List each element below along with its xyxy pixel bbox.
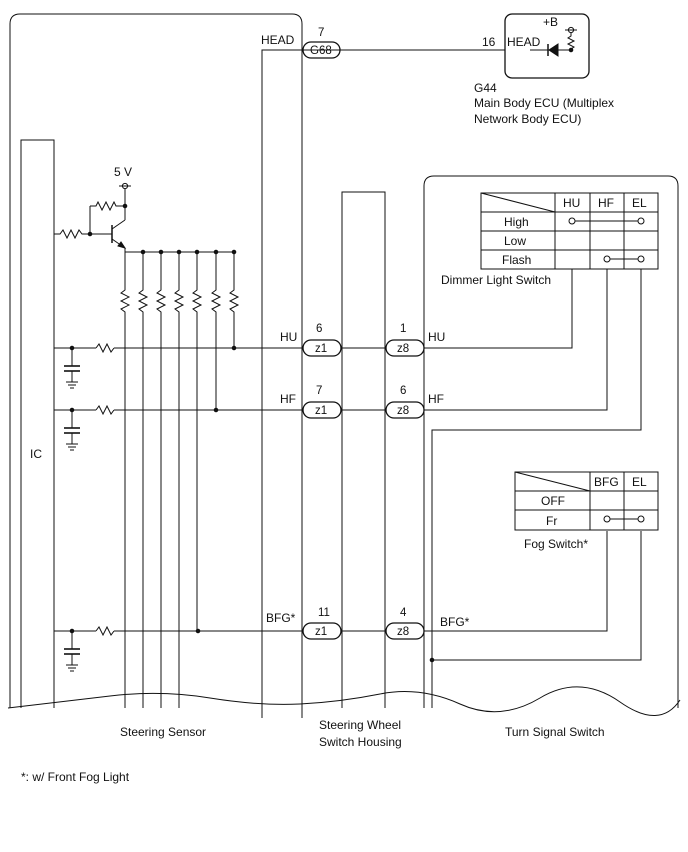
fog-switch-table: BFG EL OFF Fr Fog Switch* xyxy=(514,471,659,551)
pullup-resistor xyxy=(210,252,222,410)
resistor-array xyxy=(119,249,240,708)
dimmer-row-flash: Flash xyxy=(502,253,531,267)
pullup-resistor xyxy=(119,252,131,708)
junction-dot xyxy=(140,249,146,255)
footnote: *: w/ Front Fog Light xyxy=(21,770,130,784)
junction-dot xyxy=(176,249,182,255)
ecu-name-line2: Network Body ECU) xyxy=(474,112,581,126)
connector-g68 xyxy=(302,41,341,59)
z8-hf-pin: 6 xyxy=(400,385,406,397)
housing-title-line1: Steering Wheel xyxy=(319,718,401,732)
cut-line xyxy=(7,686,681,716)
z1-connectors: z1 z1 z1 6 7 11 HU HF BFG* xyxy=(266,323,342,640)
ic-block: IC xyxy=(20,139,55,708)
dimmer-light-switch-table: HU HF EL High Low Flash Dimmer Light Swi… xyxy=(441,192,659,287)
sensor-bfg-label: BFG* xyxy=(266,611,296,625)
dimmer-col-hf: HF xyxy=(598,196,614,210)
turn-signal-switch-outline xyxy=(423,175,679,708)
z8-hu-pin: 1 xyxy=(400,323,406,335)
z1-hu-pin: 6 xyxy=(316,323,322,335)
dimmer-col-el: EL xyxy=(632,196,647,210)
fog-switch-title: Fog Switch* xyxy=(524,537,588,551)
supply-voltage-label: 5 V xyxy=(114,165,132,179)
ecu-code: G44 xyxy=(474,81,497,95)
z1-bfg-pin: 11 xyxy=(318,607,330,619)
dimmer-row-low: Low xyxy=(504,234,526,248)
head-pin-number: 7 xyxy=(318,27,324,39)
z1-hf-label: z1 xyxy=(315,405,327,417)
dimmer-switch-title: Dimmer Light Switch xyxy=(441,273,551,287)
sensor-hu-label: HU xyxy=(280,330,297,344)
turn-signal-switch-title: Turn Signal Switch xyxy=(505,725,605,739)
z8-bfg-label: z8 xyxy=(397,626,409,638)
ecu-pin-label: HEAD xyxy=(507,35,541,49)
z1-hf-pin: 7 xyxy=(316,385,322,397)
sensor-hf-label: HF xyxy=(280,392,296,406)
connector-g68-label: G68 xyxy=(310,45,332,57)
fog-row-fr: Fr xyxy=(546,514,557,528)
junction-dot xyxy=(213,249,219,255)
ecu-name-line1: Main Body ECU (Multiplex xyxy=(474,96,614,110)
hu-circuit xyxy=(54,342,303,354)
fog-col-bfg: BFG xyxy=(594,475,619,489)
z1-hu-label: z1 xyxy=(315,343,327,355)
pullup-resistor xyxy=(191,252,203,631)
junction-dot xyxy=(158,249,164,255)
housing-title-line2: Switch Housing xyxy=(319,735,402,749)
fog-row-off: OFF xyxy=(541,494,565,508)
hf-circuit xyxy=(54,404,303,416)
z8-bfg-pin: 4 xyxy=(400,607,407,619)
head-signal-label: HEAD xyxy=(261,33,295,47)
capacitor-ground xyxy=(64,631,80,672)
z1-bfg-label: z1 xyxy=(315,626,327,638)
transistor-circuit: 5 V xyxy=(54,165,234,253)
ic-label: IC xyxy=(30,447,42,461)
ecu-plus-b-label: +B xyxy=(543,15,558,29)
dimmer-row-high: High xyxy=(504,215,529,229)
capacitor-ground xyxy=(64,348,80,389)
dimmer-col-hu: HU xyxy=(563,196,580,210)
switch-bfg-label: BFG* xyxy=(440,615,470,629)
capacitor-ground xyxy=(64,410,80,451)
steering-sensor-outline xyxy=(9,13,303,718)
junction-dot xyxy=(194,249,200,255)
z8-hf-label: z8 xyxy=(397,405,409,417)
junction-dot xyxy=(231,249,237,255)
pullup-resistor xyxy=(173,252,185,708)
ecu-pin-number: 16 xyxy=(482,35,496,49)
capacitors xyxy=(64,348,80,672)
switch-hu-label: HU xyxy=(428,330,445,344)
bfg-circuit xyxy=(54,625,303,637)
steering-sensor-title: Steering Sensor xyxy=(120,725,206,739)
pullup-resistor xyxy=(155,252,167,708)
switch-housing-outline xyxy=(341,191,386,708)
switch-hf-label: HF xyxy=(428,392,444,406)
z8-hu-label: z8 xyxy=(397,343,409,355)
pullup-resistor xyxy=(228,252,240,348)
fog-col-el: EL xyxy=(632,475,647,489)
z8-connectors: z8 z8 z8 1 6 4 HU HF BFG* xyxy=(385,323,470,640)
main-body-ecu: +B HEAD 16 G44 Main Body ECU (Multiplex … xyxy=(474,13,614,126)
pullup-resistor xyxy=(137,252,149,708)
